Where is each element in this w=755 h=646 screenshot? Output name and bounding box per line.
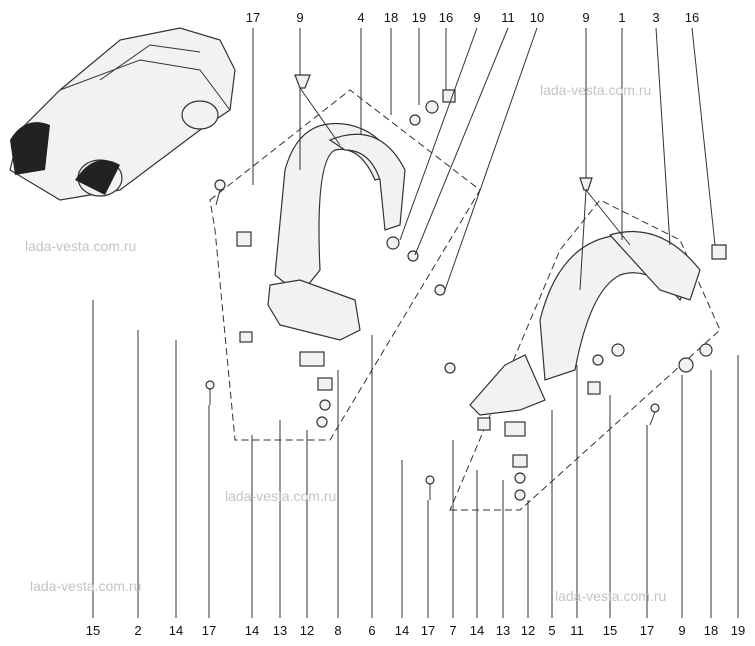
watermark: lada-vesta.com.ru xyxy=(30,578,142,594)
watermark: lada-vesta.com.ru xyxy=(555,588,667,604)
watermark: lada-vesta.com.ru xyxy=(540,82,652,98)
callout: 15 xyxy=(86,623,100,638)
callout: 14 xyxy=(245,623,259,638)
callout: 1 xyxy=(618,10,625,25)
callout: 4 xyxy=(357,10,364,25)
car-thumbnail xyxy=(9,27,236,201)
callout: 11 xyxy=(570,623,584,638)
callout: 13 xyxy=(273,623,287,638)
callout: 9 xyxy=(678,623,685,638)
top-callouts: 17 9 4 18 19 16 9 11 10 9 1 3 16 xyxy=(246,10,699,25)
callout: 17 xyxy=(421,623,435,638)
leader-lines xyxy=(92,27,739,618)
callout: 14 xyxy=(470,623,484,638)
callout: 18 xyxy=(704,623,718,638)
callout: 19 xyxy=(731,623,745,638)
bottom-callouts: 15 2 14 17 14 13 12 8 6 14 17 7 14 13 12… xyxy=(86,623,745,638)
liner-part-6 xyxy=(267,279,361,341)
watermark: lada-vesta.com.ru xyxy=(25,238,137,254)
right-liner-assembly xyxy=(425,177,727,511)
callout: 17 xyxy=(640,623,654,638)
callout: 3 xyxy=(652,10,659,25)
callout: 16 xyxy=(685,10,699,25)
clip-15 xyxy=(236,231,252,247)
callout: 12 xyxy=(521,623,535,638)
callout: 17 xyxy=(202,623,216,638)
liner-part-4 xyxy=(274,123,396,296)
callout: 9 xyxy=(473,10,480,25)
callout: 6 xyxy=(368,623,375,638)
callout: 7 xyxy=(449,623,456,638)
callout: 12 xyxy=(300,623,314,638)
callout: 9 xyxy=(582,10,589,25)
clip-9 xyxy=(294,74,311,89)
callout: 15 xyxy=(603,623,617,638)
callout: 8 xyxy=(334,623,341,638)
left-liner-assembly xyxy=(205,74,481,441)
callout: 19 xyxy=(412,10,426,25)
callout: 9 xyxy=(296,10,303,25)
liner-part-5 xyxy=(469,354,546,416)
callout: 14 xyxy=(395,623,409,638)
callout: 18 xyxy=(384,10,398,25)
callout: 17 xyxy=(246,10,260,25)
callout: 16 xyxy=(439,10,453,25)
callout: 5 xyxy=(548,623,555,638)
callout: 14 xyxy=(169,623,183,638)
watermark: lada-vesta.com.ru xyxy=(225,488,337,504)
callout: 11 xyxy=(501,10,515,25)
callout: 13 xyxy=(496,623,510,638)
callout: 2 xyxy=(134,623,141,638)
callout: 10 xyxy=(530,10,544,25)
highlighted-liner-icon xyxy=(10,122,50,175)
